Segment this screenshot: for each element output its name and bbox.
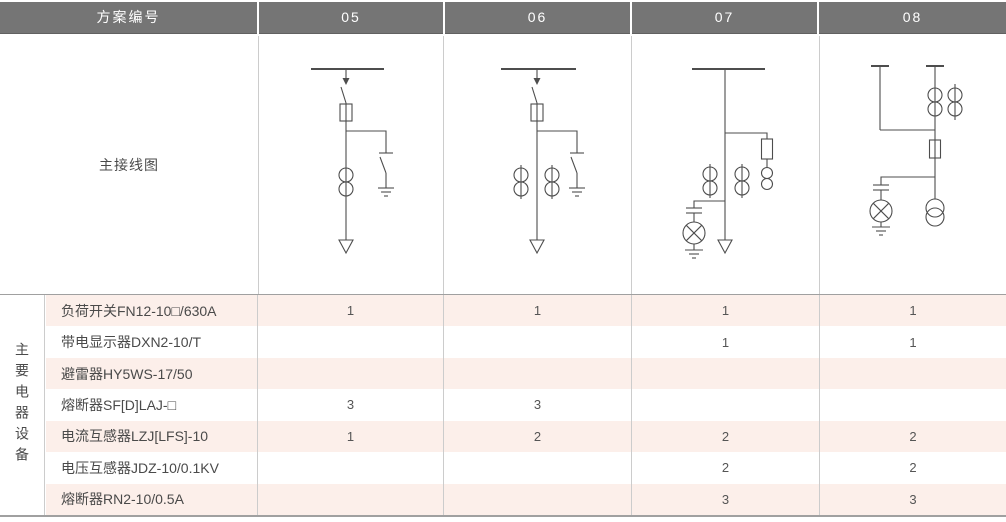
equipment-name-cell: 电流互感器LZJ[LFS]-10 (61, 428, 209, 445)
pt-branch (725, 132, 768, 139)
quantity-cell (257, 326, 443, 358)
quantity-cell (443, 483, 631, 515)
current-transformer-icon (513, 165, 529, 199)
ground-icon (378, 187, 394, 197)
earthing-branch (346, 130, 387, 153)
quantity-cell (631, 389, 819, 421)
live-display-lamp-icon (682, 221, 706, 245)
table-top-rule (0, 294, 1006, 295)
scheme-05-diagram (258, 36, 444, 294)
quantity-cell: 2 (631, 420, 819, 453)
scheme-08-svg (869, 65, 963, 236)
equipment-name-cell: 负荷开关FN12-10□/630A (61, 302, 217, 319)
quantity-cell: 3 (819, 483, 1006, 515)
equipment-row: 避雷器HY5WS-17/50 (46, 357, 1006, 390)
live-display-lamp-icon (869, 199, 893, 223)
quantity-cell: 3 (443, 389, 631, 421)
load-switch-icon (531, 86, 538, 104)
transformer-icon (925, 198, 945, 227)
feeder-arrow-icon (717, 239, 733, 255)
scheme-08-diagram (819, 36, 1006, 294)
voltage-transformer-icon (760, 166, 774, 191)
earthing-switch-icon (570, 156, 578, 174)
quantity-cell: 3 (631, 483, 819, 515)
quantity-cell (443, 326, 631, 358)
fuse-icon (760, 138, 774, 160)
quantity-cell (257, 452, 443, 484)
header-scheme-number: 方案编号 (0, 2, 257, 34)
quantity-cell (443, 452, 631, 484)
quantity-cell: 1 (631, 295, 819, 327)
equipment-name-cell: 熔断器SF[D]LAJ-□ (61, 396, 177, 413)
ground-icon (569, 187, 585, 197)
quantity-cell: 2 (443, 420, 631, 453)
earthing-switch-icon (379, 156, 387, 174)
indicator-branch (880, 176, 935, 185)
capacitor-icon (873, 184, 889, 191)
capacitor-icon (686, 207, 702, 214)
current-transformer-icon (734, 164, 750, 198)
table-bottom-rule (0, 515, 1006, 517)
fuse-icon (530, 103, 544, 122)
plug-contact-arrow-icon (342, 78, 350, 85)
quantity-cell (631, 357, 819, 390)
fuse-icon (928, 139, 942, 159)
header-col-06: 06 (445, 2, 630, 34)
main-wiring-diagram-label: 主接线图 (99, 157, 159, 173)
quantity-cell (819, 389, 1006, 421)
quantity-cell: 1 (631, 326, 819, 358)
equipment-group-column: 主要电器设备 (0, 295, 45, 515)
plug-contact-arrow-icon (533, 78, 541, 85)
header-col-07: 07 (632, 2, 817, 34)
equipment-name-cell: 避雷器HY5WS-17/50 (61, 365, 193, 382)
quantity-cell: 1 (257, 295, 443, 327)
quantity-cell (443, 357, 631, 390)
quantity-cell: 1 (443, 295, 631, 327)
header-col-05: 05 (259, 2, 443, 34)
scheme-07-svg (682, 68, 774, 259)
current-transformer-icon (544, 165, 560, 199)
scheme-05-svg (311, 68, 394, 255)
load-switch-icon (340, 86, 347, 104)
quantity-cell (257, 357, 443, 390)
current-transformer-icon (338, 167, 354, 197)
scheme-07-diagram (631, 36, 820, 294)
quantity-cell: 2 (819, 452, 1006, 484)
earthing-branch (537, 130, 578, 153)
quantity-cell: 2 (631, 452, 819, 484)
equipment-name-cell: 电压互感器JDZ-10/0.1KV (61, 459, 219, 476)
quantity-cell (819, 357, 1006, 390)
quantity-cell: 1 (819, 326, 1006, 358)
quantity-cell: 3 (257, 389, 443, 421)
indicator-branch (693, 200, 725, 208)
header-col-08: 08 (819, 2, 1006, 34)
ground-icon (685, 249, 703, 259)
current-transformer-icon (927, 87, 943, 117)
equipment-name-cell: 带电显示器DXN2-10/T (61, 334, 202, 351)
scheme-06-diagram (443, 36, 632, 294)
current-transformer-icon (702, 164, 718, 198)
current-transformer-icon (947, 84, 963, 120)
feeder-arrow-icon (338, 239, 354, 255)
ground-icon (872, 226, 890, 236)
quantity-cell (257, 483, 443, 515)
quantity-cell: 2 (819, 420, 1006, 453)
quantity-cell: 1 (819, 295, 1006, 327)
quantity-cell: 1 (257, 420, 443, 453)
feeder-arrow-icon (529, 239, 545, 255)
equipment-group-label: 主要电器设备 (14, 342, 30, 468)
fuse-icon (339, 103, 353, 122)
scheme-06-svg (501, 68, 585, 255)
equipment-name-cell: 熔断器RN2-10/0.5A (61, 491, 184, 508)
